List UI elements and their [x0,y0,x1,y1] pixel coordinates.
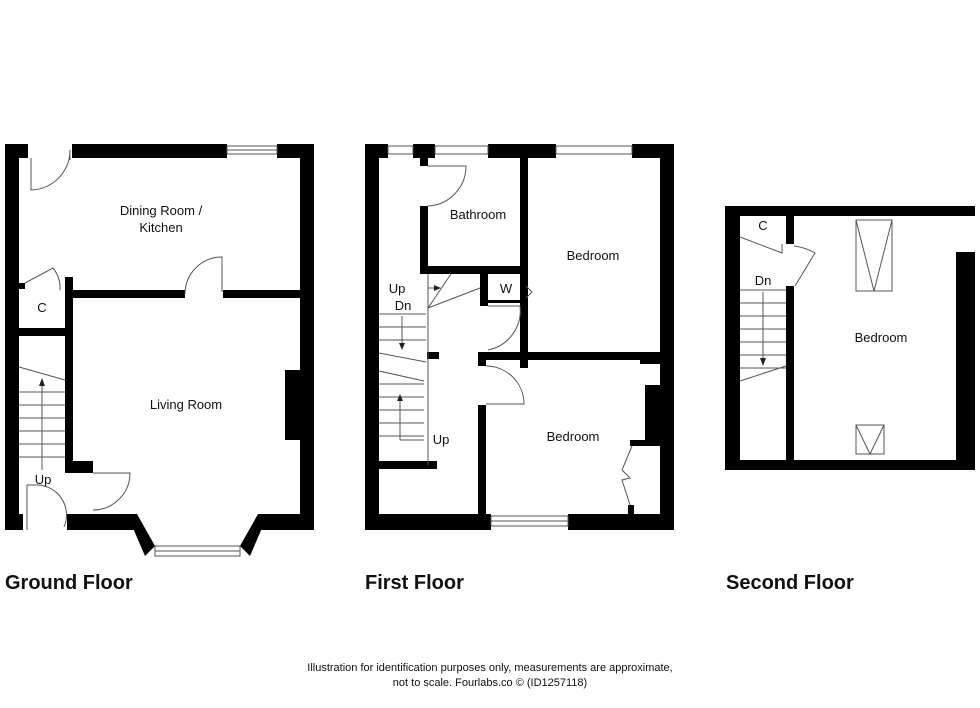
floor-title-second: Second Floor [726,572,854,594]
first-floor-walls [365,144,674,530]
room-label-bedroom: Bedroom [855,330,908,345]
room-label-wardrobe: W [500,281,513,296]
room-label-bedroom: Bedroom [547,429,600,444]
stairs-label-up: Up [433,432,450,447]
disclaimer-line-2: not to scale. Fourlabs.co © (ID1257118) [392,677,588,689]
floor-title-first: First Floor [365,572,464,594]
stairs-label-up: Up [35,472,52,487]
disclaimer-line-1: Illustration for identification purposes… [307,662,673,674]
room-label-dining-room: Dining Room / [120,203,203,218]
room-label-living-room: Living Room [150,397,222,412]
room-label-kitchen: Kitchen [139,220,182,235]
room-label-cupboard: C [37,300,46,315]
stairs-label-down: Dn [395,298,412,313]
disclaimer: Illustration for identification purposes… [0,661,980,691]
room-label-bedroom: Bedroom [567,248,620,263]
stairs-label-down: Dn [755,273,772,288]
stairs-label-up: Up [389,281,406,296]
room-label-bathroom: Bathroom [450,207,506,222]
room-label-cupboard: C [758,218,767,233]
second-floor-walls [725,206,975,470]
floor-title-ground: Ground Floor [5,572,133,594]
ground-floor-walls [5,144,314,556]
